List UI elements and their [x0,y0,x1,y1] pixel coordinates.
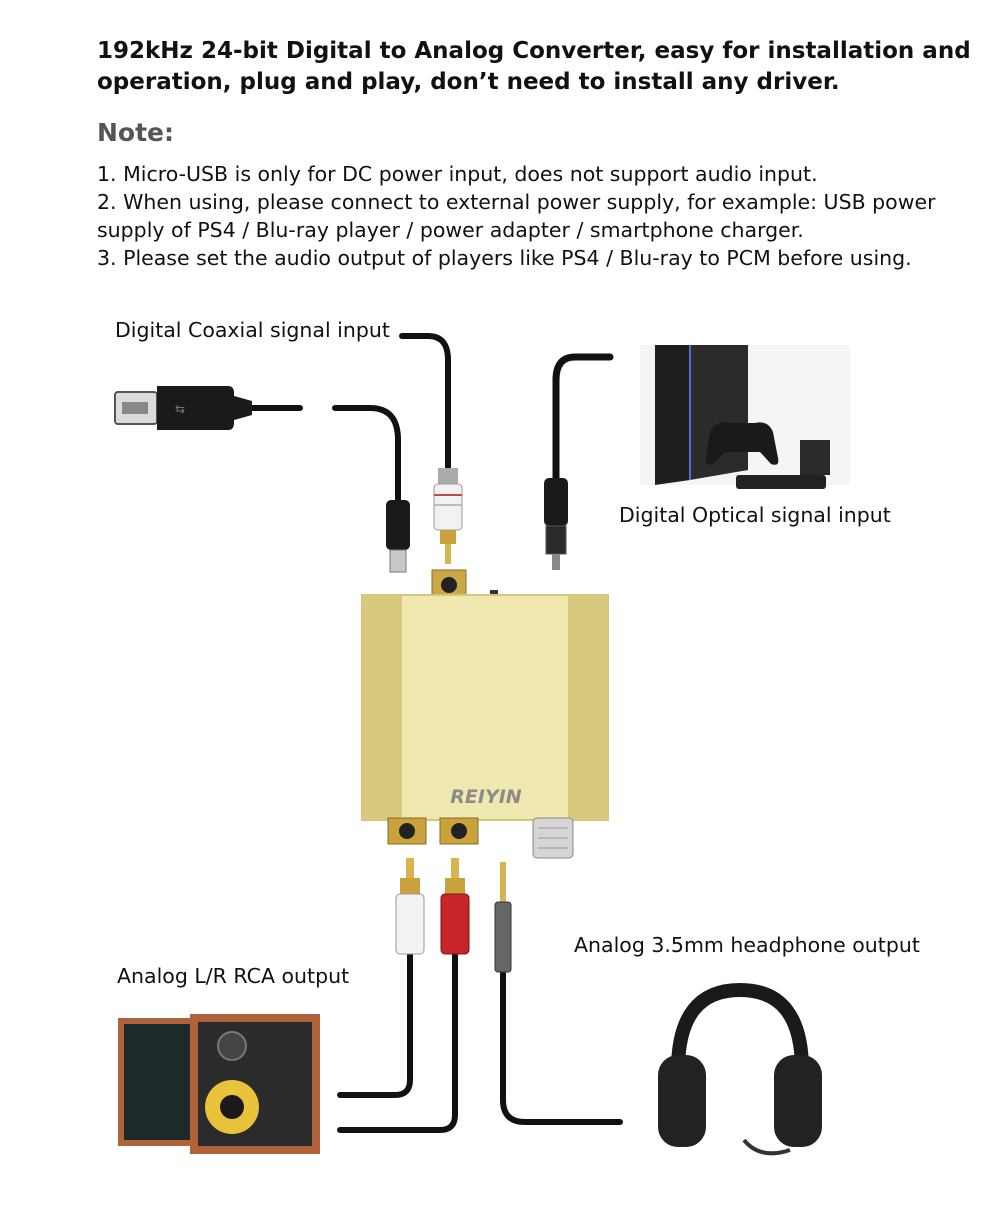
optical-cable [552,353,614,484]
rca-red-plug-icon [440,858,470,955]
micro-usb-plug-icon [386,500,410,573]
note-title: Note: [97,118,175,147]
cables [245,333,623,1133]
optical-plug-icon [544,478,568,570]
label-coaxial-input: Digital Coaxial signal input [115,318,390,342]
device-brand: REIYIN [450,786,522,808]
usb-cable-right [332,405,401,508]
label-headphone-output: Analog 3.5mm headphone output [574,933,920,957]
label-optical-input: Digital Optical signal input [619,503,891,527]
headphones-icon [658,982,822,1156]
rca-cable-white [337,952,413,1098]
rca-cable-red [337,952,458,1133]
coaxial-cable [399,333,451,473]
note-item: 3. Please set the audio output of player… [97,246,912,270]
rca-white-plug-icon [395,858,425,955]
usb-cable-icon: ⇆ [114,386,252,430]
speakers-icon [118,1014,320,1154]
svg-text:⇆: ⇆ [175,402,185,416]
headphone-cable [500,967,623,1125]
headline: 192kHz 24-bit Digital to Analog Converte… [97,38,971,95]
note-list: 1. Micro-USB is only for DC power input,… [97,160,977,272]
headphone-plug-icon [494,862,512,973]
label-rca-output: Analog L/R RCA output [117,964,350,988]
note-item: 1. Micro-USB is only for DC power input,… [97,162,818,186]
note-item: 2. When using, please connect to externa… [97,190,936,242]
dac-device-icon: REIYIN [361,569,609,859]
coaxial-plug-icon [433,468,463,564]
ps4-console-icon [640,345,850,489]
